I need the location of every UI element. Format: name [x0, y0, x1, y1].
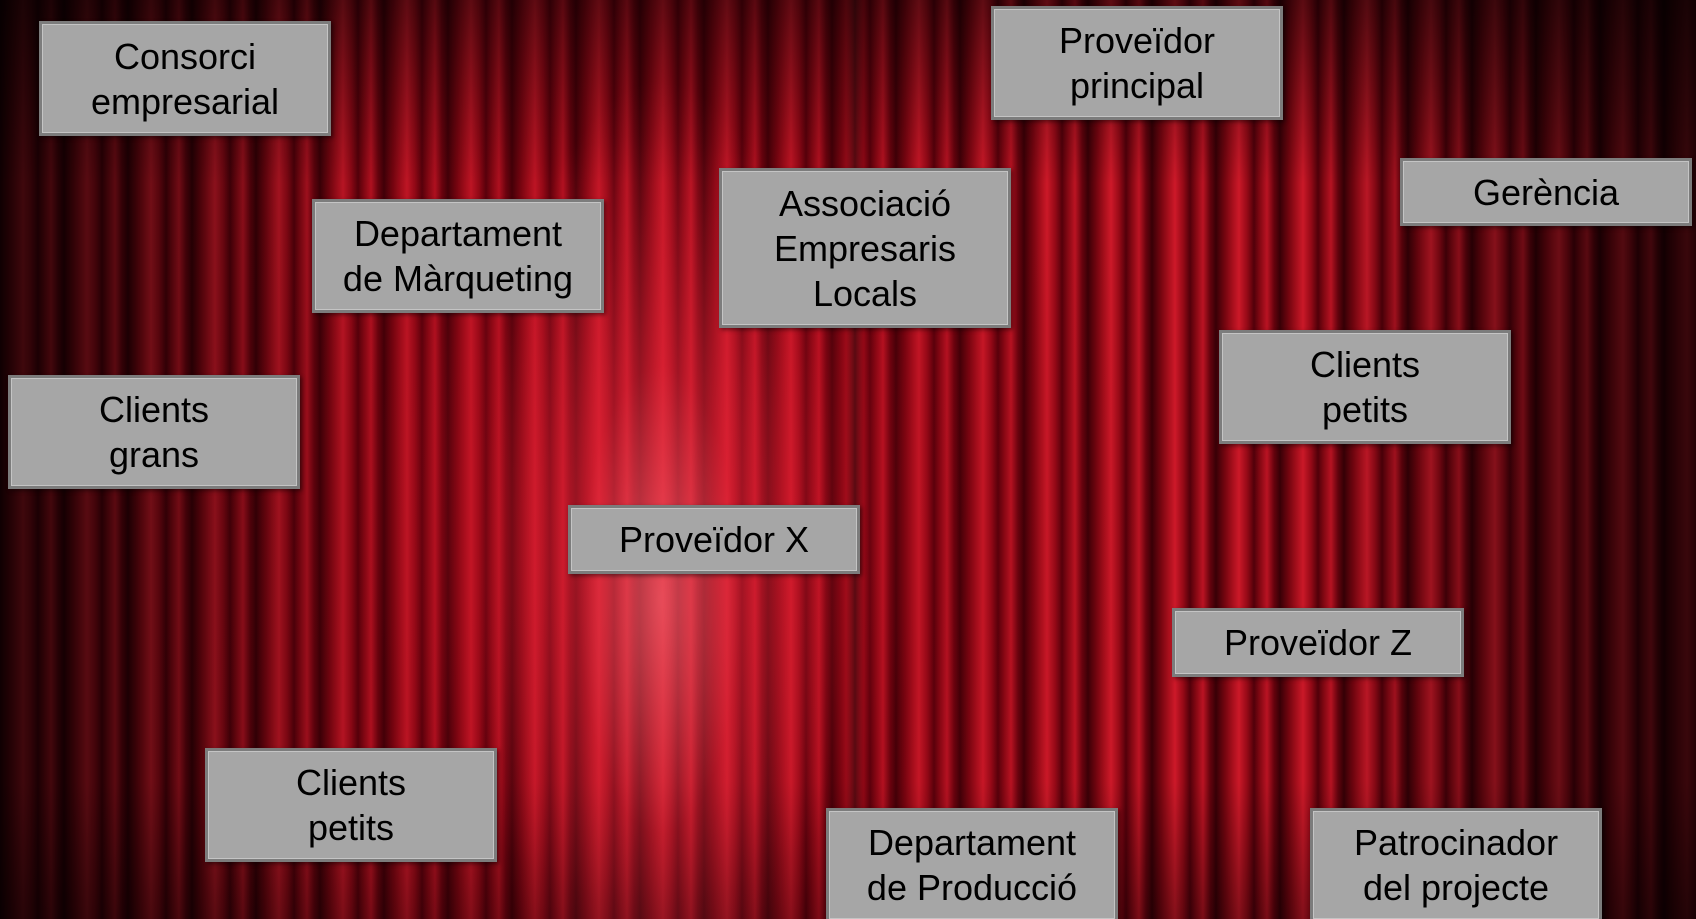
card-clients-petits-left[interactable]: Clients petits [205, 748, 497, 862]
card-label: Departament de Producció [866, 822, 1078, 908]
card-departament-produccio[interactable]: Departament de Producció [826, 808, 1118, 919]
curtain-seam [846, 0, 864, 919]
card-patrocinador-projecte[interactable]: Patrocinador del projecte [1310, 808, 1602, 919]
card-label: Proveïdor X [618, 519, 810, 560]
card-clients-petits-right[interactable]: Clients petits [1219, 330, 1511, 444]
card-label: Clients petits [1309, 344, 1421, 430]
card-label: Proveïdor Z [1223, 622, 1413, 663]
card-gerencia[interactable]: Gerència [1400, 158, 1692, 226]
card-label: Proveïdor principal [1058, 20, 1216, 106]
card-consorci-empresarial[interactable]: Consorci empresarial [39, 21, 331, 136]
card-label: Clients grans [98, 389, 210, 475]
card-departament-marqueting[interactable]: Departament de Màrqueting [312, 199, 604, 313]
card-associacio-empresaris-locals[interactable]: Associació Empresaris Locals [719, 168, 1011, 328]
card-label: Clients petits [295, 762, 407, 848]
card-proveidor-x[interactable]: Proveïdor X [568, 505, 860, 574]
card-label: Departament de Màrqueting [342, 213, 574, 299]
card-label: Gerència [1472, 171, 1620, 213]
card-label: Associació Empresaris Locals [773, 182, 957, 314]
card-proveidor-principal[interactable]: Proveïdor principal [991, 6, 1283, 120]
card-label: Consorci empresarial [90, 35, 280, 122]
card-clients-grans[interactable]: Clients grans [8, 375, 300, 489]
card-label: Patrocinador del projecte [1353, 822, 1559, 908]
card-proveidor-z[interactable]: Proveïdor Z [1172, 608, 1464, 677]
